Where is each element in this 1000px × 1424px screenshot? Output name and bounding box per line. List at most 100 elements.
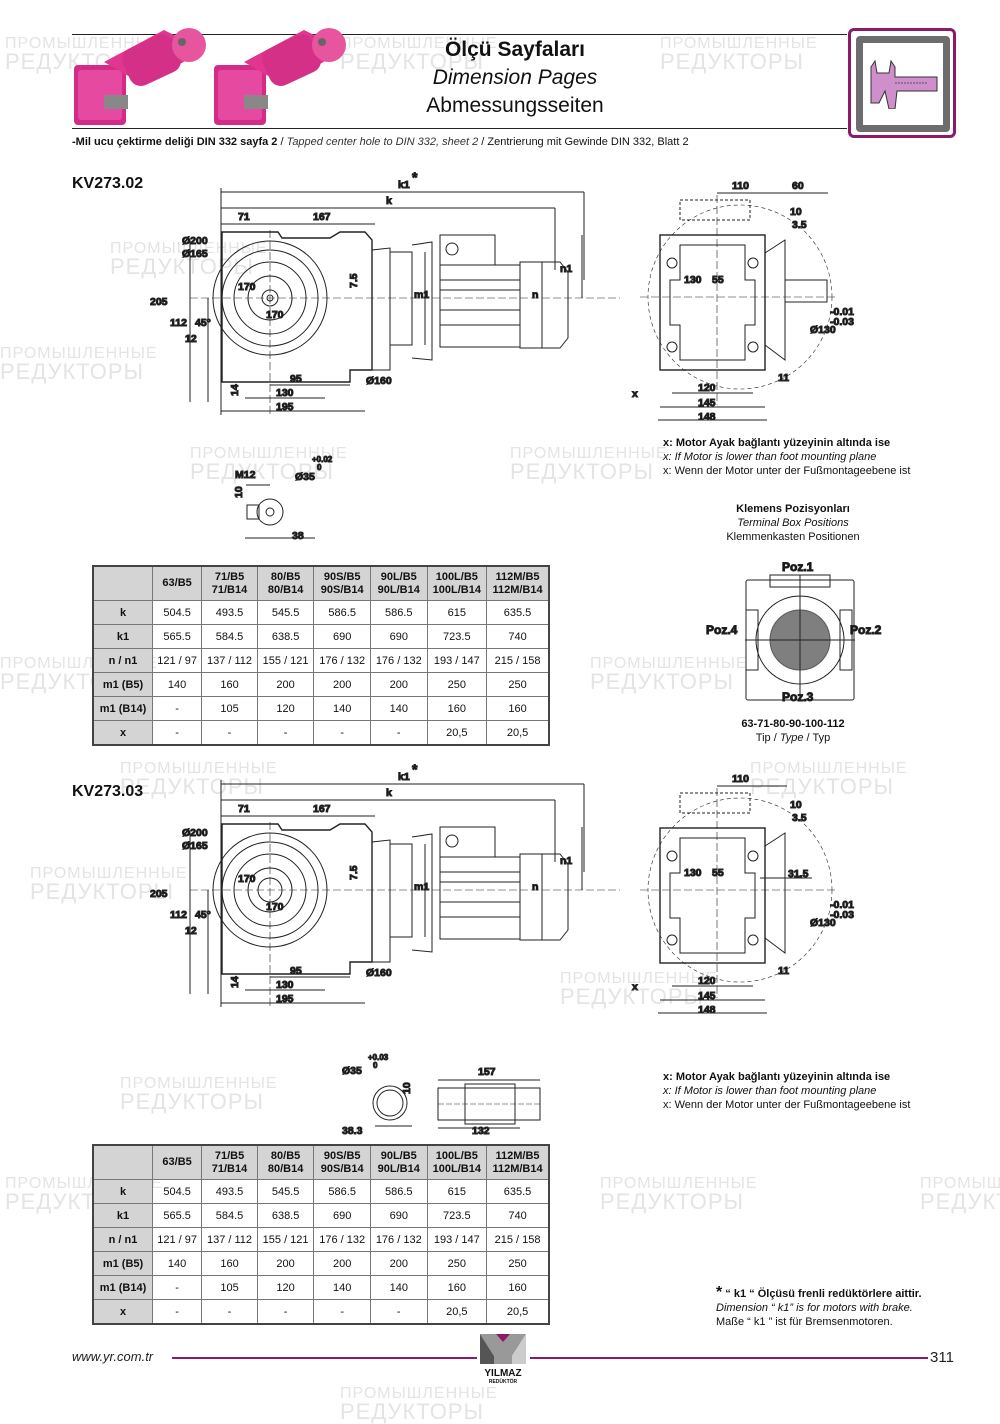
svg-text:Ø160: Ø160 [366, 375, 392, 387]
svg-text:n: n [532, 881, 538, 893]
svg-text:-0.03: -0.03 [830, 316, 854, 328]
svg-text:55: 55 [712, 274, 724, 286]
svg-text:167: 167 [313, 803, 331, 815]
svg-text:205: 205 [150, 888, 168, 900]
shaft-detail-kv273-02: M12 10 Ø35 +0.02 0 38 [233, 455, 334, 543]
svg-text:n1: n1 [560, 855, 572, 867]
svg-text:130: 130 [684, 274, 702, 286]
svg-text:110: 110 [732, 773, 749, 785]
footer-rule-left [172, 1357, 477, 1359]
terminal-box-diagram: Poz.1 Poz.2 Poz.3 Poz.4 [706, 560, 883, 705]
svg-text:m1: m1 [414, 289, 429, 301]
din-note-en: Tapped center hole to DIN 332, sheet 2 [286, 136, 479, 148]
svg-text:0: 0 [373, 1061, 378, 1070]
svg-text:M12: M12 [235, 469, 256, 481]
svg-text:*: * [412, 170, 418, 185]
svg-text:132: 132 [472, 1125, 490, 1137]
svg-text:Ø200: Ø200 [182, 827, 208, 839]
motor-note-kv273-03: x: Motor Ayak bağlantı yüzeyinin altında… [663, 1071, 911, 1111]
svg-text:120: 120 [698, 975, 716, 987]
yilmaz-logo: YILMAZ REDÜKTÖR [478, 1334, 528, 1385]
svg-text:130: 130 [276, 979, 294, 991]
footer-url[interactable]: www.yr.com.tr [72, 1349, 154, 1364]
terminal-box-types: 63-71-80-90-100-112 Tip / Type / Typ [741, 718, 845, 744]
svg-text:n: n [532, 289, 538, 301]
svg-text:170: 170 [266, 901, 284, 913]
motor-note-kv273-02: x: Motor Ayak bağlantı yüzeyinin altında… [663, 437, 911, 477]
svg-text:7.5: 7.5 [348, 865, 360, 880]
svg-text:10: 10 [401, 1082, 413, 1094]
svg-text:Ø165: Ø165 [182, 248, 208, 260]
svg-text:71: 71 [238, 211, 250, 223]
front-view-drawing-kv273-02: k1 * k 71 167 n1 n m1 205 112 45° 12 Ø20… [150, 170, 620, 415]
svg-text:145: 145 [698, 397, 716, 409]
svg-text:95: 95 [290, 965, 302, 977]
terminal-box-heading: Klemens Pozisyonları Terminal Box Positi… [726, 503, 860, 543]
svg-text:x: x [632, 388, 638, 400]
gearmotor-image-2 [214, 28, 346, 125]
hollow-shaft-detail-kv273-03: Ø35 +0.03 0 10 38.3 157 132 [342, 1053, 541, 1138]
svg-text:k: k [386, 195, 392, 207]
side-view-drawing-kv273-03: 110 10 3.5 31.5 130 55 -0.01 -0.03 Ø130 … [632, 773, 855, 1017]
svg-text:145: 145 [698, 990, 716, 1002]
model-title-kv273-03: KV273.03 [72, 783, 144, 800]
svg-text:n1: n1 [560, 263, 572, 275]
svg-text:10: 10 [233, 486, 245, 498]
svg-text:+0.02: +0.02 [312, 455, 333, 464]
k1-footnote: * “ k1 “ Ölçüsü frenli redüktörlere aitt… [716, 1284, 922, 1329]
page-title-de: Abmessungsseiten [426, 94, 604, 117]
svg-text:k: k [386, 787, 392, 799]
din-note: -Mil ucu çektirme deliği DIN 332 sayfa 2… [72, 136, 689, 148]
caliper-icon-frame [848, 28, 956, 138]
svg-text:14: 14 [229, 384, 241, 396]
svg-text:120: 120 [698, 382, 716, 394]
svg-text:-0.01: -0.01 [830, 899, 854, 911]
svg-text:3.5: 3.5 [792, 812, 807, 824]
svg-text:7.5: 7.5 [348, 273, 360, 288]
svg-text:71: 71 [238, 803, 250, 815]
svg-text:11: 11 [778, 965, 789, 977]
svg-text:-0.01: -0.01 [830, 306, 854, 318]
svg-text:45°: 45° [195, 317, 211, 329]
gearmotor-images [74, 28, 346, 125]
svg-text:157: 157 [478, 1066, 496, 1078]
svg-text:31.5: 31.5 [788, 868, 809, 880]
svg-text:Poz.4: Poz.4 [706, 623, 738, 637]
svg-text:170: 170 [238, 873, 256, 885]
header-bottom-rule [72, 128, 847, 129]
side-view-drawing-kv273-02: 110 60 10 3.5 130 55 -0.01 -0.03 Ø130 11… [632, 180, 855, 424]
svg-text:130: 130 [276, 387, 294, 399]
svg-text:112: 112 [170, 909, 187, 921]
svg-text:148: 148 [698, 411, 716, 423]
svg-text:11: 11 [778, 372, 789, 384]
svg-text:m1: m1 [414, 881, 429, 893]
svg-text:170: 170 [266, 309, 284, 321]
svg-text:130: 130 [684, 867, 702, 879]
svg-text:95: 95 [290, 373, 302, 385]
svg-text:Poz.2: Poz.2 [850, 623, 882, 637]
svg-text:10: 10 [790, 206, 802, 218]
svg-text:*: * [412, 762, 418, 777]
svg-text:45°: 45° [195, 909, 211, 921]
svg-text:Ø130: Ø130 [810, 324, 836, 336]
header-top-rule [72, 34, 847, 35]
svg-text:12: 12 [185, 925, 197, 937]
svg-text:148: 148 [698, 1004, 716, 1016]
page-title-tr: Ölçü Sayfaları [444, 38, 586, 61]
